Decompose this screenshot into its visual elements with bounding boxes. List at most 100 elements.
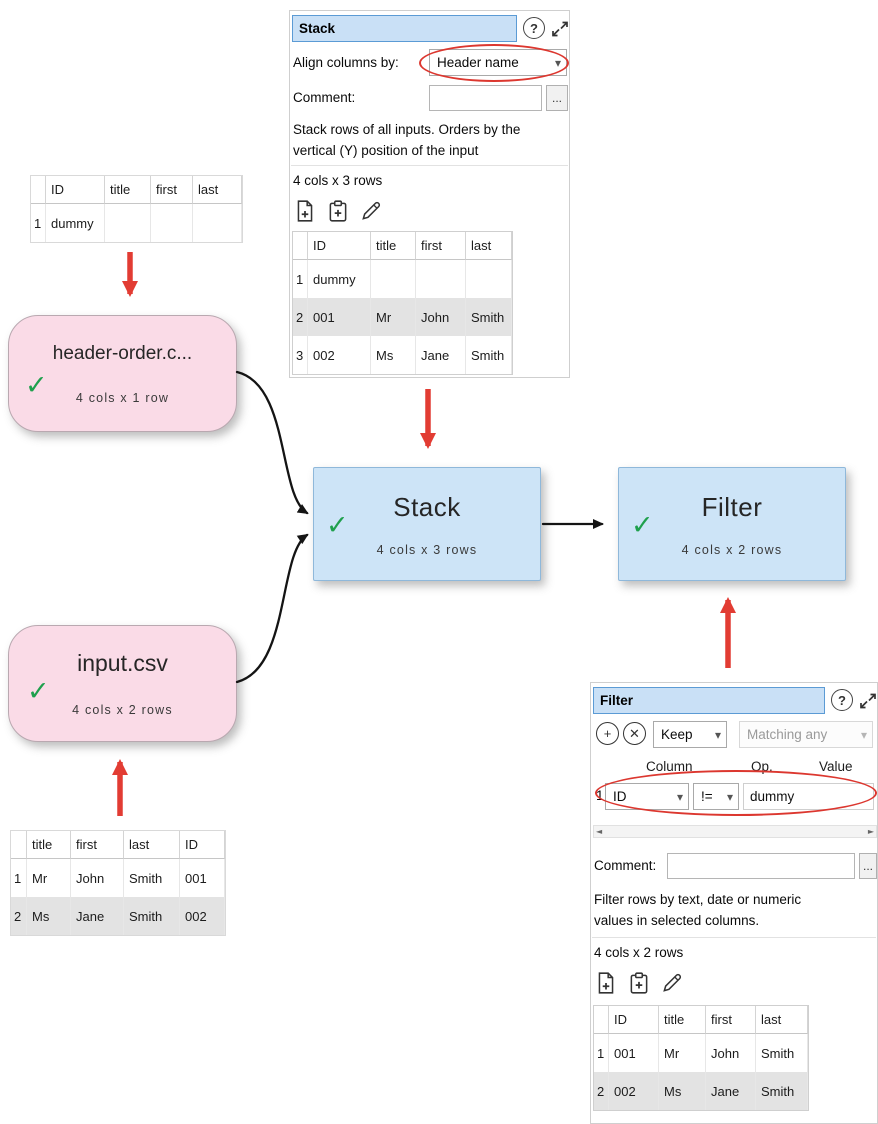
- panel-titlebar[interactable]: Stack: [292, 15, 517, 42]
- table-cell: Ms: [659, 1072, 706, 1110]
- comment-input[interactable]: [429, 85, 542, 111]
- criteria-column-dropdown[interactable]: ID ▾: [605, 783, 689, 810]
- table-cell: John: [706, 1034, 756, 1072]
- keep-dropdown[interactable]: Keep ▾: [653, 721, 727, 748]
- table-cell: Jane: [706, 1072, 756, 1110]
- column-header: ID: [46, 176, 105, 204]
- size-text: 4 cols x 2 rows: [594, 945, 684, 960]
- table-cell: Jane: [71, 897, 124, 935]
- comment-more-button[interactable]: ...: [859, 853, 877, 879]
- node-stack[interactable]: Stack 4 cols x 3 rows ✓: [313, 467, 541, 581]
- help-icon[interactable]: ?: [831, 689, 853, 711]
- table-cell: 001: [308, 298, 371, 336]
- field-value: dummy: [750, 789, 795, 804]
- column-header: ID: [180, 831, 225, 859]
- comment-input[interactable]: [667, 853, 855, 879]
- column-header: last: [466, 232, 512, 260]
- filter-settings-panel: Filter ? + ✕ Keep ▾ Matching any ▾ Colum…: [590, 682, 878, 1124]
- table-cell: [151, 204, 193, 242]
- table-cell: dummy: [308, 260, 371, 298]
- table-cell: 002: [180, 897, 225, 935]
- align-columns-dropdown[interactable]: Header name ▾: [429, 49, 567, 76]
- criteria-op-dropdown[interactable]: != ▾: [693, 783, 739, 810]
- expand-icon[interactable]: [858, 691, 878, 711]
- copy-to-file-icon[interactable]: [293, 199, 317, 223]
- table-cell: Mr: [371, 298, 416, 336]
- table-cell: [371, 260, 416, 298]
- chevron-down-icon: ▾: [554, 55, 561, 70]
- table-cell: Smith: [124, 897, 180, 935]
- node-header-order[interactable]: header-order.c... 4 cols x 1 row ✓: [8, 315, 237, 432]
- edit-values-icon[interactable]: [359, 199, 383, 223]
- table-cell: Smith: [756, 1034, 808, 1072]
- criteria-value-field[interactable]: dummy: [743, 783, 874, 810]
- table-cell: Smith: [124, 859, 180, 897]
- success-check-icon: ✓: [631, 510, 654, 541]
- corner-cell: [31, 176, 46, 204]
- copy-to-clipboard-icon[interactable]: [627, 971, 651, 995]
- remove-criteria-icon[interactable]: ✕: [623, 722, 646, 745]
- table-cell: [416, 260, 466, 298]
- node-filter[interactable]: Filter 4 cols x 2 rows ✓: [618, 467, 846, 581]
- comment-more-button[interactable]: ...: [546, 85, 568, 111]
- row-number-cell: 1: [31, 204, 46, 242]
- size-text: 4 cols x 3 rows: [293, 173, 383, 188]
- node-label: input.csv: [77, 650, 168, 676]
- matching-dropdown[interactable]: Matching any ▾: [739, 721, 873, 748]
- row-number-cell: 1: [11, 859, 27, 897]
- description-line: Stack rows of all inputs. Orders by the: [293, 122, 521, 137]
- copy-to-clipboard-icon[interactable]: [326, 199, 350, 223]
- success-check-icon: ✓: [25, 370, 48, 401]
- dropdown-value: !=: [701, 789, 713, 804]
- row-number-cell: 1: [293, 260, 308, 298]
- node-label: header-order.c...: [52, 342, 193, 364]
- node-input-csv[interactable]: input.csv 4 cols x 2 rows ✓: [8, 625, 237, 742]
- link-headerorder-to-stack: [235, 370, 309, 515]
- panel-titlebar[interactable]: Filter: [593, 687, 825, 714]
- preview-toolbar: [594, 971, 684, 995]
- link-inputcsv-to-stack: [235, 533, 309, 684]
- success-check-icon: ✓: [27, 676, 50, 707]
- table-cell: [193, 204, 242, 242]
- node-label: Stack: [393, 491, 461, 522]
- help-icon[interactable]: ?: [523, 17, 545, 39]
- table-cell: Mr: [659, 1034, 706, 1072]
- column-header: first: [416, 232, 466, 260]
- expand-icon[interactable]: [550, 19, 570, 39]
- description-line: Filter rows by text, date or numeric: [594, 892, 802, 907]
- node-sublabel: 4 cols x 2 rows: [72, 703, 173, 717]
- column-header: last: [756, 1006, 808, 1034]
- scroll-left-icon[interactable]: ◄: [596, 827, 603, 836]
- row-number-cell: 2: [594, 1072, 609, 1110]
- comment-label: Comment:: [594, 858, 657, 873]
- table-cell: John: [71, 859, 124, 897]
- column-header: title: [659, 1006, 706, 1034]
- criteria-op-header: Op.: [751, 759, 773, 774]
- column-header: last: [124, 831, 180, 859]
- table-cell: 001: [609, 1034, 659, 1072]
- scroll-right-icon[interactable]: ►: [867, 827, 874, 836]
- add-criteria-icon[interactable]: +: [596, 722, 619, 745]
- corner-cell: [293, 232, 308, 260]
- table-cell: Ms: [371, 336, 416, 374]
- table-cell: Ms: [27, 897, 71, 935]
- chevron-down-icon: ▾: [726, 789, 733, 804]
- horizontal-scrollbar[interactable]: ◄ ►: [593, 825, 877, 838]
- column-header: title: [105, 176, 151, 204]
- column-header: last: [193, 176, 242, 204]
- table-cell: Jane: [416, 336, 466, 374]
- align-columns-label: Align columns by:: [293, 55, 399, 70]
- corner-cell: [11, 831, 27, 859]
- row-number-cell: 1: [594, 1034, 609, 1072]
- edit-values-icon[interactable]: [660, 971, 684, 995]
- copy-to-file-icon[interactable]: [594, 971, 618, 995]
- panel-title: Stack: [299, 21, 336, 36]
